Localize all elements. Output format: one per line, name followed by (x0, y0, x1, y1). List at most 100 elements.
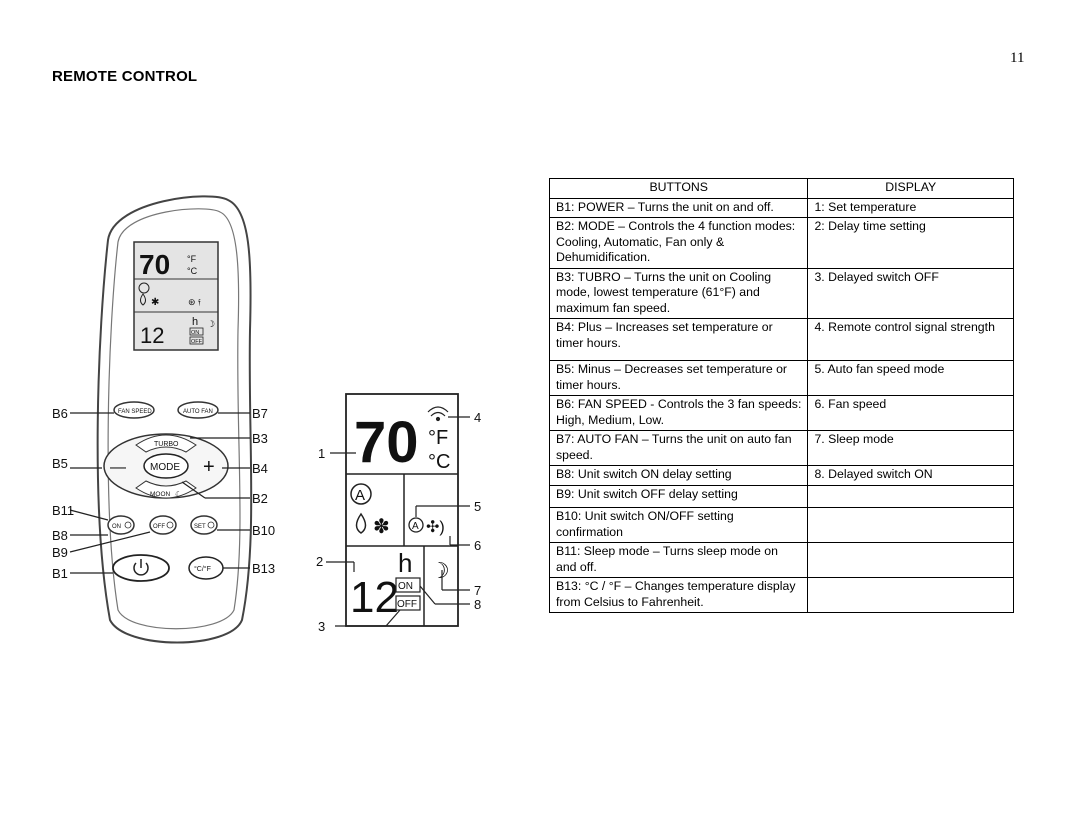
display-temperature: 70 (354, 410, 419, 475)
remote-lcd-unit-c: °C (187, 266, 198, 276)
fan-speed-button[interactable] (113, 401, 155, 419)
button-description: B1: POWER – Turns the unit on and off. (548, 197, 809, 218)
remote-callouts (69, 412, 250, 574)
remote-lcd: 70 °F °C ✱ ⊛ 𝔣 h 12 ON OFF ☽ (133, 241, 219, 351)
plus-button[interactable]: + (203, 456, 215, 478)
callout-6: 6 (474, 538, 481, 553)
display-unit-f: °F (428, 427, 448, 449)
display-auto-mode-letter: A (355, 487, 365, 504)
table-header-row: BUTTONS DISPLAY (548, 178, 1014, 199)
remote-lcd-temperature: 70 (139, 249, 170, 280)
button-description: B6: FAN SPEED - Controls the 3 fan speed… (548, 395, 809, 431)
callout-b11: B11 (52, 503, 74, 518)
display-description: 2: Delay time setting (807, 217, 1014, 269)
power-icon (133, 559, 149, 576)
table-row: B1: POWER – Turns the unit on and off. 1… (548, 197, 1014, 218)
display-dehumidify-icon (355, 512, 367, 534)
remote-buttons: FAN SPEED AUTO FAN TURBO MOON ☾ MODE — +… (103, 401, 229, 582)
table-row: B4: Plus – Increases set temperature or … (548, 318, 1014, 361)
display-fan-speed-icon: ✣) (426, 519, 445, 536)
auto-fan-button[interactable] (177, 401, 219, 419)
button-description: B10: Unit switch ON/OFF setting confirma… (548, 507, 809, 543)
display-description (807, 484, 1014, 508)
section-title: REMOTE CONTROL (52, 68, 198, 85)
button-description: B9: Unit switch OFF delay setting (548, 484, 809, 508)
display-description: 8. Delayed switch ON (807, 465, 1014, 486)
remote-control-figure: 70 °F °C ✱ ⊛ 𝔣 h 12 ON OFF ☽ FAN SPEED A… (52, 195, 481, 644)
mode-button-label: MODE (150, 462, 180, 473)
remote-lcd-fan-icon: ⊛ 𝔣 (188, 297, 201, 307)
callout-b5: B5 (52, 456, 68, 471)
table-row: B8: Unit switch ON delay setting 8. Dela… (548, 465, 1014, 486)
moon-button[interactable] (135, 480, 197, 499)
minus-button[interactable]: — (110, 459, 126, 476)
display-description: 1: Set temperature (807, 197, 1014, 218)
remote-lcd-drop-icon (140, 293, 146, 306)
display-description (807, 507, 1014, 543)
display-on-indicator: ON (398, 581, 413, 592)
button-description: B2: MODE – Controls the 4 function modes… (548, 217, 809, 269)
display-description: 7. Sleep mode (807, 430, 1014, 466)
callout-b6: B6 (52, 406, 68, 421)
remote-callout-labels: B6 B7 B3 B5 B4 B2 B11 B8 B10 B9 B1 B13 (52, 406, 275, 581)
display-description (807, 577, 1014, 613)
display-off-indicator: OFF (397, 599, 417, 610)
callout-7: 7 (474, 583, 481, 598)
celsius-fahrenheit-button-label: °C/°F (194, 565, 211, 573)
callout-b4: B4 (252, 461, 268, 476)
table-row: B3: TUBRO – Turns the unit on Cooling mo… (548, 267, 1014, 319)
page-number: 11 (1010, 50, 1025, 66)
display-auto-fan-icon (408, 517, 424, 533)
callout-b9: B9 (52, 545, 68, 560)
remote-lcd-off: OFF (191, 339, 203, 345)
button-description: B5: Minus – Decreases set temperature or… (548, 360, 809, 396)
buttons-display-table: BUTTONS DISPLAY B1: POWER – Turns the un… (548, 178, 1014, 613)
mode-button[interactable] (143, 453, 189, 479)
remote-lcd-on: ON (191, 330, 199, 336)
display-timer: 12 (350, 573, 399, 622)
callout-3: 3 (318, 619, 325, 634)
remote-lcd-hour: h (192, 316, 198, 328)
callout-b3: B3 (252, 431, 268, 446)
remote-lcd-unit-f: °F (187, 254, 197, 264)
display-auto-fan-letter: A (412, 521, 419, 532)
display-callout-labels: 1 4 5 6 2 7 8 3 (316, 410, 481, 634)
moon-button-icon: ☾ (175, 490, 182, 499)
table-row: B13: °C / °F – Changes temperature displ… (548, 577, 1014, 613)
fan-speed-button-label: FAN SPEED (118, 409, 152, 415)
remote-lcd-snowflake-icon: ✱ (151, 297, 159, 308)
table-row: B5: Minus – Decreases set temperature or… (548, 360, 1014, 396)
display-description: 3. Delayed switch OFF (807, 267, 1014, 319)
callout-b8: B8 (52, 528, 68, 543)
button-description: B13: °C / °F – Changes temperature displ… (548, 577, 809, 613)
remote-lcd-moon-icon: ☽ (207, 319, 215, 329)
callout-b13: B13 (252, 561, 275, 576)
button-description: B7: AUTO FAN – Turns the unit on auto fa… (548, 430, 809, 466)
display-callouts (326, 416, 470, 627)
display-description (807, 542, 1014, 578)
remote-control-illustration: 70 °F °C ✱ ⊛ 𝔣 h 12 ON OFF ☽ FAN SPEED A… (52, 195, 275, 644)
off-timer-button-label: OFF (153, 524, 165, 530)
callout-b2: B2 (252, 491, 268, 506)
display-unit-c: °C (428, 451, 450, 473)
set-button[interactable] (190, 515, 218, 535)
enlarged-display-illustration: 70 °F °C A ✽ A ✣) h 12 ON OFF ☽ (316, 393, 481, 634)
set-button-label: SET (194, 524, 206, 530)
display-hour: h (398, 548, 412, 578)
turbo-button[interactable] (135, 434, 197, 453)
button-description: B8: Unit switch ON delay setting (548, 465, 809, 486)
display-cooling-icon: ✽ (373, 516, 390, 538)
remote-lcd-auto-icon (138, 282, 150, 294)
table-row: B11: Sleep mode – Turns sleep mode on an… (548, 542, 1014, 578)
moon-button-label: MOON (150, 491, 171, 498)
button-description: B3: TUBRO – Turns the unit on Cooling mo… (548, 267, 809, 319)
table-row: B6: FAN SPEED - Controls the 3 fan speed… (548, 395, 1014, 431)
display-description: 5. Auto fan speed mode (807, 360, 1014, 396)
callout-5: 5 (474, 499, 481, 514)
off-timer-button[interactable] (149, 515, 177, 535)
callout-b10: B10 (252, 523, 275, 538)
button-description: B4: Plus – Increases set temperature or … (548, 318, 809, 361)
signal-strength-icon (427, 406, 449, 422)
callout-2: 2 (316, 554, 323, 569)
on-timer-button[interactable] (107, 515, 135, 535)
